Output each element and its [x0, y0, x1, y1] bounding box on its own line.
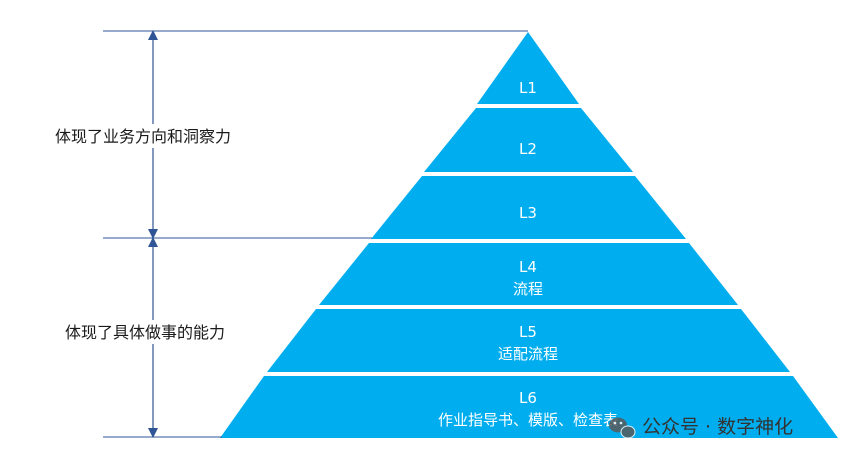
- pyramid-level-2: [424, 108, 633, 172]
- pyramid-level-6: [220, 376, 838, 438]
- pyramid-level-1: [477, 32, 579, 104]
- level-4-code: L4: [519, 258, 537, 276]
- wechat-icon: [609, 417, 636, 439]
- level-3-code: L3: [519, 204, 537, 222]
- level-5-label: 适配流程: [498, 345, 558, 363]
- pyramid-level-4: [319, 243, 738, 305]
- level-1-code: L1: [519, 79, 537, 97]
- upper-bracket-label: 体现了业务方向和洞察力: [55, 127, 231, 146]
- pyramid-level-3: [371, 176, 686, 239]
- lower-bracket-label: 体现了具体做事的能力: [65, 323, 225, 342]
- level-6-label: 作业指导书、模版、检查表: [438, 411, 618, 429]
- level-5-code: L5: [519, 323, 537, 341]
- level-6-code: L6: [519, 389, 537, 407]
- watermark-text: 公众号 · 数字神化: [642, 416, 793, 438]
- level-2-code: L2: [519, 140, 537, 158]
- pyramid-level-5: [267, 309, 790, 372]
- level-4-label: 流程: [513, 280, 543, 298]
